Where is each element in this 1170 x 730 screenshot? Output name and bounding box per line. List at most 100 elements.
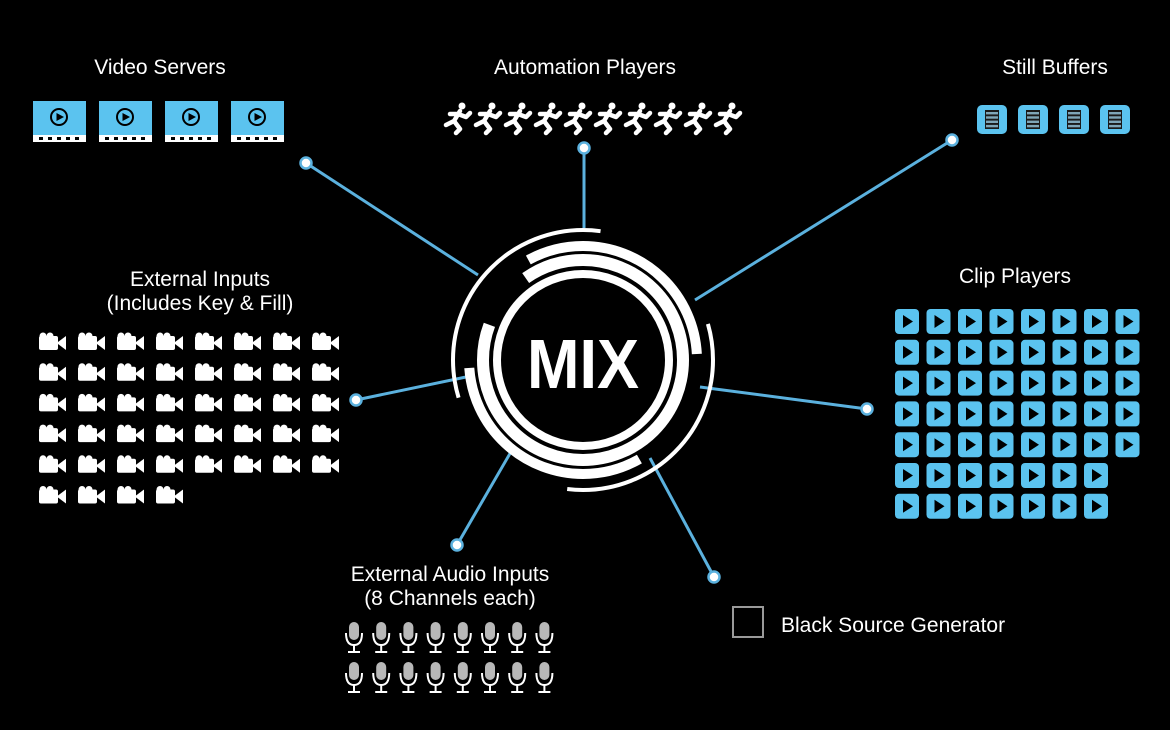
video-camera-icon	[117, 332, 144, 350]
play-icon	[895, 370, 919, 396]
running-figure-icon	[563, 102, 593, 136]
play-icon	[1052, 309, 1077, 334]
play-icon	[1021, 401, 1045, 427]
video-camera-icon	[234, 424, 261, 443]
microphone-icon	[508, 662, 527, 693]
video-camera-icon	[156, 363, 183, 381]
video-camera-icon	[234, 393, 261, 412]
play-icon	[895, 401, 919, 427]
video-camera-icon	[195, 455, 222, 473]
play-icon	[989, 339, 1014, 365]
still-buffers-label: Still Buffers	[1002, 56, 1108, 79]
connector-endpoint	[860, 402, 874, 416]
play-icon	[989, 493, 1014, 519]
play-icon	[958, 432, 982, 458]
video-camera-icon	[117, 393, 144, 412]
microphone-icon	[399, 622, 418, 653]
video-camera-icon	[273, 363, 300, 381]
play-icon	[1115, 432, 1140, 458]
play-icon	[1052, 493, 1077, 519]
running-figure-icon	[473, 102, 503, 136]
microphone-icon	[345, 662, 363, 693]
play-icon	[989, 309, 1014, 334]
video-camera-icon	[312, 363, 339, 381]
video-camera-icon	[39, 424, 66, 443]
video-server-icon	[165, 101, 218, 142]
video-camera-icon	[312, 424, 339, 443]
video-camera-icon	[78, 332, 105, 350]
video-camera-icon	[117, 455, 144, 473]
play-icon	[958, 401, 982, 427]
video-camera-icon	[78, 424, 105, 443]
film-strip-icon	[1100, 105, 1130, 134]
play-icon	[1052, 463, 1077, 488]
video-camera-icon	[78, 486, 105, 504]
video-camera-icon	[273, 332, 300, 350]
connector-lines	[299, 133, 959, 584]
video-camera-icon	[39, 393, 66, 412]
play-icon	[926, 370, 951, 396]
connector-line	[694, 138, 953, 302]
video-camera-icon	[156, 455, 183, 473]
film-strip-icon	[1059, 105, 1089, 134]
external-inputs-label: External Inputs (Includes Key & Fill)	[106, 268, 294, 315]
source-icons	[33, 101, 1140, 693]
video-camera-icon	[117, 363, 144, 381]
video-camera-icon	[39, 363, 66, 381]
running-figure-icon	[503, 102, 533, 136]
play-icon	[926, 309, 951, 334]
video-camera-icon	[117, 486, 144, 504]
play-icon	[989, 370, 1014, 396]
video-camera-icon	[312, 332, 339, 350]
microphone-icon	[345, 622, 363, 653]
microphone-icon	[453, 622, 472, 653]
video-camera-icon	[234, 332, 261, 350]
video-servers-label: Video Servers	[94, 56, 226, 79]
video-camera-icon	[273, 455, 300, 473]
play-icon	[1084, 370, 1108, 396]
video-camera-icon	[117, 424, 144, 443]
microphone-icon	[535, 622, 554, 653]
play-icon	[1021, 309, 1045, 334]
video-camera-icon	[195, 393, 222, 412]
play-icon	[926, 493, 951, 519]
swirl-ring-mid	[464, 241, 702, 479]
play-icon	[989, 432, 1014, 458]
video-camera-icon	[234, 363, 261, 381]
video-camera-icon	[273, 393, 300, 412]
play-icon	[895, 339, 919, 365]
microphone-icon	[399, 662, 418, 693]
video-camera-icon	[39, 455, 66, 473]
play-icon	[989, 401, 1014, 427]
play-icon	[1115, 401, 1140, 427]
video-server-icon	[231, 101, 284, 142]
play-icon	[1084, 339, 1108, 365]
running-figure-icon	[653, 102, 683, 136]
video-camera-icon	[78, 455, 105, 473]
connector-endpoint	[577, 141, 591, 155]
microphone-icon	[508, 622, 527, 653]
play-icon	[1021, 493, 1045, 519]
mix-hub: MIX	[451, 228, 715, 492]
microphone-icon	[372, 662, 391, 693]
video-camera-icon	[78, 363, 105, 381]
play-icon	[989, 463, 1014, 488]
video-camera-icon	[156, 424, 183, 443]
video-server-icon	[99, 101, 152, 142]
video-camera-icon	[156, 486, 183, 504]
connector-line	[699, 385, 868, 411]
play-icon	[1084, 493, 1108, 519]
microphone-icon	[426, 622, 445, 653]
running-figure-icon	[593, 102, 623, 136]
play-icon	[1021, 463, 1045, 488]
play-icon	[1084, 463, 1108, 488]
connector-endpoint	[349, 393, 363, 407]
video-camera-icon	[195, 424, 222, 443]
play-icon	[1052, 339, 1077, 365]
play-icon	[926, 339, 951, 365]
film-strip-icon	[1018, 105, 1048, 134]
play-icon	[958, 370, 982, 396]
video-camera-icon	[195, 332, 222, 350]
video-camera-icon	[312, 393, 339, 412]
